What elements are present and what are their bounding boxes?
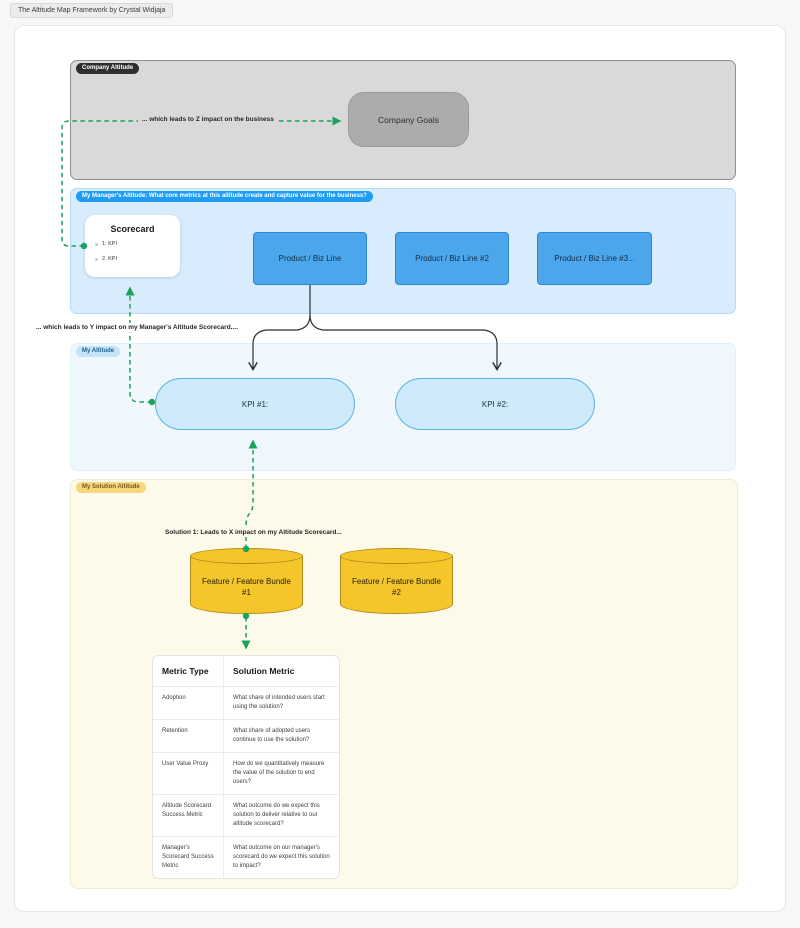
table-cell-metric: What outcome do we expect this solution … [223, 793, 339, 836]
scorecard-item-label: 1: KPI [102, 241, 117, 247]
cylinder-top-icon [190, 548, 303, 564]
solution-metrics-table[interactable]: Metric Type Solution Metric Adoption Wha… [152, 655, 340, 879]
my-altitude-badge: My Altitude [76, 346, 121, 357]
feature-bundle-1-label: Feature / Feature Bundle #1 [202, 577, 291, 599]
node-scorecard[interactable]: Scorecard 1: KPI 2. KPI [85, 215, 180, 277]
table-cell-type: Adoption [153, 685, 223, 719]
table-cell-metric: What outcome on our manager's scorecard … [223, 835, 339, 878]
node-feature-bundle-2[interactable]: Feature / Feature Bundle #2 [340, 548, 453, 614]
node-kpi-2[interactable]: KPI #2: [395, 378, 595, 430]
feature-bundle-2-label: Feature / Feature Bundle #2 [352, 577, 441, 599]
scorecard-item-label: 2. KPI [102, 256, 117, 262]
scorecard-item: 2. KPI [95, 256, 180, 262]
node-kpi-1[interactable]: KPI #1: [155, 378, 355, 430]
node-company-goals[interactable]: Company Goals [348, 92, 469, 147]
my-solution-altitude-badge: My Solution Altitude [76, 482, 146, 493]
node-feature-bundle-1[interactable]: Feature / Feature Bundle #1 [190, 548, 303, 614]
feature-bundle-1-line1: Feature / Feature Bundle [202, 576, 291, 586]
kpi-2-label: KPI #2: [481, 399, 509, 409]
product-biz-line-3-label: Product / Biz Line #3... [554, 254, 635, 263]
table-header-solution-metric: Solution Metric [223, 656, 339, 686]
feature-bundle-1-line2: #1 [242, 587, 251, 597]
manager-altitude-badge: My Manager's Altitude: What core metrics… [76, 191, 373, 202]
feature-bundle-2-line2: #2 [392, 587, 401, 597]
scorecard-title: Scorecard [110, 224, 155, 234]
table-cell-type: User Value Proxy [153, 751, 223, 794]
company-altitude-badge: Company Altitude [76, 63, 140, 74]
cylinder-body: Feature / Feature Bundle #1 [190, 556, 303, 614]
table-cell-metric: What share of intended users start using… [223, 685, 339, 719]
product-biz-line-2-label: Product / Biz Line #2 [415, 254, 489, 263]
bullet-dot-icon [95, 242, 98, 246]
node-product-biz-line-1[interactable]: Product / Biz Line [253, 232, 367, 285]
table-cell-type: Altitude Scorecard Success Metric [153, 793, 223, 836]
company-goals-label: Company Goals [378, 114, 439, 125]
cylinder-body: Feature / Feature Bundle #2 [340, 556, 453, 614]
table-cell-metric: How do we quantitatively measure the val… [223, 751, 339, 794]
annotation-x-impact: Solution 1: Leads to X impact on my Alti… [162, 528, 345, 537]
annotation-y-impact: ... which leads to Y impact on my Manage… [33, 323, 241, 332]
kpi-1-label: KPI #1: [241, 399, 269, 409]
table-cell-type: Manager's Scorecard Success Metric [153, 835, 223, 878]
node-product-biz-line-2[interactable]: Product / Biz Line #2 [395, 232, 509, 285]
cylinder-top-icon [340, 548, 453, 564]
page-title: The Altitude Map Framework by Crystal Wi… [10, 3, 174, 18]
product-biz-line-1-label: Product / Biz Line [278, 254, 342, 263]
bullet-dot-icon [95, 257, 98, 261]
table-cell-metric: What share of adopted users continue to … [223, 718, 339, 752]
table-header-metric-type: Metric Type [162, 666, 209, 676]
scorecard-item: 1: KPI [95, 241, 180, 247]
table-cell-type: Retention [153, 718, 223, 752]
feature-bundle-2-line1: Feature / Feature Bundle [352, 576, 441, 586]
annotation-z-impact: ... which leads to Z impact on the busin… [139, 115, 277, 124]
node-product-biz-line-3[interactable]: Product / Biz Line #3... [537, 232, 652, 285]
